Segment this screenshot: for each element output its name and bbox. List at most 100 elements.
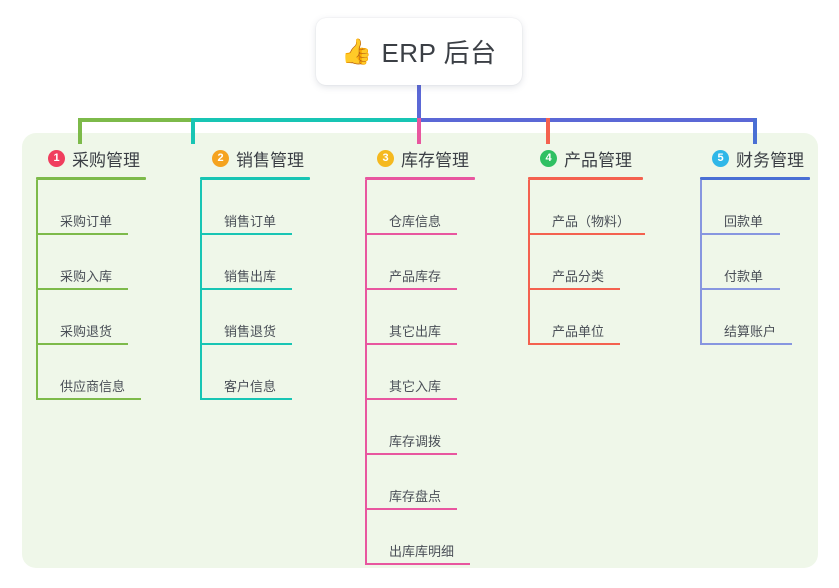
item-rule	[365, 343, 457, 345]
item-rule	[700, 288, 780, 290]
list-item[interactable]: 产品单位	[528, 290, 648, 345]
item-label: 采购订单	[60, 214, 113, 229]
item-label: 产品单位	[552, 324, 605, 339]
branch-badge-2: 2	[212, 149, 229, 167]
branch-header-5[interactable]: 5 财务管理	[700, 146, 810, 170]
branch-title-3: 库存管理	[401, 150, 469, 170]
branch-badge-3: 3	[377, 149, 394, 167]
branch-column-3: 3 库存管理 仓库信息 产品库存 其它出库 其它入库 库存调拨	[365, 146, 475, 565]
item-rule	[200, 343, 292, 345]
item-label: 采购退货	[60, 324, 113, 339]
item-label: 产品分类	[552, 269, 605, 284]
branch-header-1[interactable]: 1 采购管理	[36, 146, 146, 170]
branch-header-2[interactable]: 2 销售管理	[200, 146, 310, 170]
item-label: 仓库信息	[389, 214, 442, 229]
diagram-background-panel	[22, 133, 818, 568]
branch-title-5: 财务管理	[736, 150, 804, 170]
item-rule	[528, 343, 620, 345]
item-rule	[200, 288, 292, 290]
item-rule	[528, 233, 645, 235]
item-rule	[365, 233, 457, 235]
thumbs-up-icon: 👍	[341, 38, 373, 66]
item-label: 其它入库	[389, 379, 442, 394]
item-label: 采购入库	[60, 269, 113, 284]
item-rule	[36, 288, 128, 290]
list-item[interactable]: 供应商信息	[36, 345, 146, 400]
branch-rule-3	[365, 177, 475, 180]
branch-title-2: 销售管理	[236, 150, 304, 170]
branch-column-2: 2 销售管理 销售订单 销售出库 销售退货 客户信息	[200, 146, 310, 400]
branch-title-1: 采购管理	[72, 150, 140, 170]
item-rule	[36, 233, 128, 235]
item-label: 库存调拨	[389, 434, 442, 449]
branch-items-2: 销售订单 销售出库 销售退货 客户信息	[200, 180, 310, 400]
branch-column-1: 1 采购管理 采购订单 采购入库 采购退货 供应商信息	[36, 146, 146, 400]
branch-badge-1: 1	[48, 149, 65, 167]
branch-rule-2	[200, 177, 310, 180]
branch-column-4: 4 产品管理 产品（物料） 产品分类 产品单位	[528, 146, 648, 345]
item-label: 销售出库	[224, 269, 277, 284]
list-item[interactable]: 其它出库	[365, 290, 475, 345]
item-label: 其它出库	[389, 324, 442, 339]
item-label: 产品（物料）	[552, 214, 631, 229]
item-rule	[365, 288, 457, 290]
root-node[interactable]: 👍 ERP 后台	[316, 18, 522, 85]
page-title: ERP 后台	[381, 38, 497, 68]
branch-spine-4	[528, 180, 530, 345]
item-label: 结算账户	[724, 324, 777, 339]
list-item[interactable]: 仓库信息	[365, 180, 475, 235]
item-label: 销售订单	[224, 214, 277, 229]
list-item[interactable]: 产品库存	[365, 235, 475, 290]
branch-header-3[interactable]: 3 库存管理	[365, 146, 475, 170]
list-item[interactable]: 库存调拨	[365, 400, 475, 455]
list-item[interactable]: 库存盘点	[365, 455, 475, 510]
list-item[interactable]: 其它入库	[365, 345, 475, 400]
item-rule	[365, 398, 457, 400]
item-rule	[700, 343, 792, 345]
branch-rule-4	[528, 177, 643, 180]
item-rule	[365, 508, 457, 510]
list-item[interactable]: 销售出库	[200, 235, 310, 290]
branch-items-1: 采购订单 采购入库 采购退货 供应商信息	[36, 180, 146, 400]
branch-rule-5	[700, 177, 810, 180]
list-item[interactable]: 出库库明细	[365, 510, 475, 565]
list-item[interactable]: 产品分类	[528, 235, 648, 290]
branch-column-5: 5 财务管理 回款单 付款单 结算账户	[700, 146, 810, 345]
item-rule	[200, 233, 292, 235]
item-rule	[528, 288, 620, 290]
branch-badge-5: 5	[712, 149, 729, 167]
list-item[interactable]: 付款单	[700, 235, 810, 290]
list-item[interactable]: 销售订单	[200, 180, 310, 235]
list-item[interactable]: 采购订单	[36, 180, 146, 235]
list-item[interactable]: 采购退货	[36, 290, 146, 345]
item-label: 客户信息	[224, 379, 277, 394]
item-rule	[36, 398, 141, 400]
item-label: 出库库明细	[389, 544, 455, 559]
branch-rule-1	[36, 177, 146, 180]
list-item[interactable]: 产品（物料）	[528, 180, 648, 235]
item-rule	[365, 563, 470, 565]
branch-spine-2	[200, 180, 202, 400]
branch-spine-3	[365, 180, 367, 565]
item-rule	[700, 233, 780, 235]
item-rule	[200, 398, 292, 400]
branch-spine-1	[36, 180, 38, 400]
item-rule	[36, 343, 128, 345]
list-item[interactable]: 采购入库	[36, 235, 146, 290]
item-label: 产品库存	[389, 269, 442, 284]
branch-items-3: 仓库信息 产品库存 其它出库 其它入库 库存调拨 库存盘点	[365, 180, 475, 565]
branch-header-4[interactable]: 4 产品管理	[528, 146, 648, 170]
item-label: 付款单	[724, 269, 764, 284]
branch-spine-5	[700, 180, 702, 345]
list-item[interactable]: 客户信息	[200, 345, 310, 400]
list-item[interactable]: 回款单	[700, 180, 810, 235]
item-label: 库存盘点	[389, 489, 442, 504]
branch-badge-4: 4	[540, 149, 557, 167]
list-item[interactable]: 销售退货	[200, 290, 310, 345]
item-rule	[365, 453, 457, 455]
item-label: 回款单	[724, 214, 764, 229]
item-label: 销售退货	[224, 324, 277, 339]
branch-items-4: 产品（物料） 产品分类 产品单位	[528, 180, 648, 345]
list-item[interactable]: 结算账户	[700, 290, 810, 345]
